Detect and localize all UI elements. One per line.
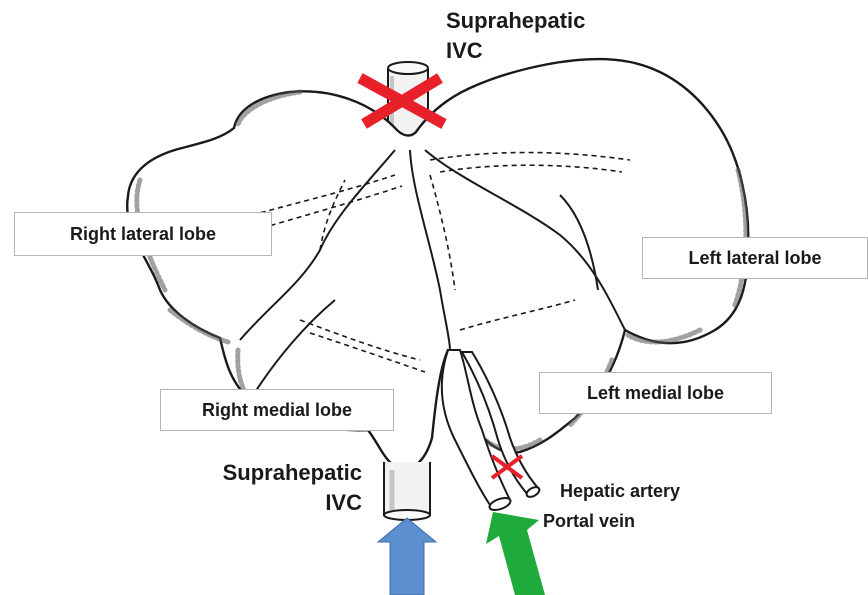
bottom-ivc-label: Suprahepatic IVC	[214, 458, 362, 518]
right-medial-lobe-label: Right medial lobe	[160, 389, 394, 431]
bottom-ivc-label-line2: IVC	[214, 488, 362, 518]
top-ivc-label: Suprahepatic IVC	[446, 6, 585, 66]
bottom-ivc-vessel	[384, 462, 430, 520]
bottom-ivc-label-line1: Suprahepatic	[214, 458, 362, 488]
left-lateral-lobe-label: Left lateral lobe	[642, 237, 868, 279]
ivc-inflow-arrow-icon	[378, 518, 436, 595]
top-ivc-label-line2: IVC	[446, 36, 585, 66]
top-ivc-label-line1: Suprahepatic	[446, 6, 585, 36]
portal-inflow-arrow-icon	[486, 512, 545, 595]
right-lateral-lobe-label: Right lateral lobe	[14, 212, 272, 256]
left-medial-lobe-label: Left medial lobe	[539, 372, 772, 414]
portal-vein-label: Portal vein	[543, 511, 635, 532]
hepatic-artery-label: Hepatic artery	[560, 481, 680, 502]
